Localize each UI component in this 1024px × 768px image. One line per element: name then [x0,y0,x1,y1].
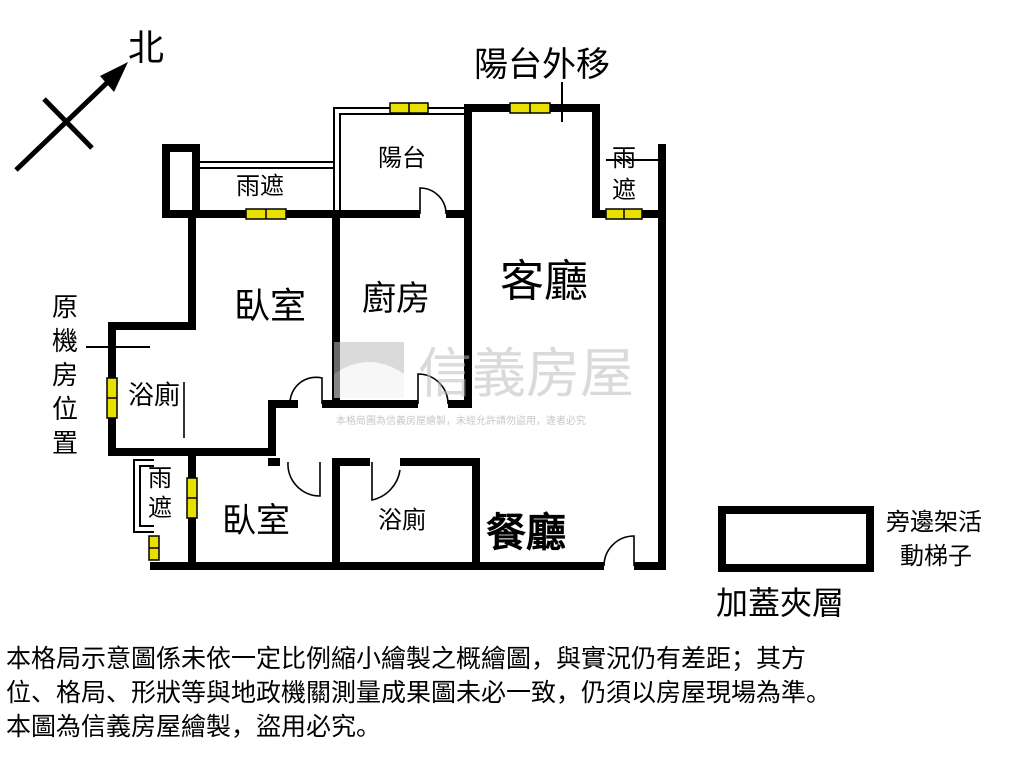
compass: 北 [14,28,164,172]
label-rain-cover-left-2: 遮 [148,494,172,522]
room-labels: 陽台外移 陽台 雨遮 雨 遮 臥室 廚房 客廳 浴廁 臥室 浴廁 餐廳 雨 遮 … [52,45,636,556]
compass-arrow-shaft [14,76,114,172]
disclaimer-line-3: 本圖為信義房屋繪製，盜用必究。 [6,712,382,741]
watermark-brand: 信義房屋 [418,342,634,405]
brand-logo-mark [334,362,404,398]
label-kitchen: 廚房 [362,279,430,319]
label-bathroom-west: 浴廁 [128,381,180,411]
door-bathroom-south [370,457,401,501]
window-bathroom-west [106,377,118,419]
disclaimer-line-1: 本格局示意圖係未依一定比例縮小繪製之概繪圖，與實況仍有差距；其方 [6,644,807,673]
north-arrow-icon [100,62,128,92]
mezzanine-box [718,506,874,572]
label-bedroom-north: 臥室 [234,286,306,327]
label-dining-room: 餐廳 [486,510,566,556]
window-bedroom-south [186,477,198,519]
floor-plan: 北 [14,28,982,622]
door-bedroom-north [289,376,323,409]
watermark-notice: 本格局圖為信義房屋繪製，未經允許請勿盜用，違者必究 [336,414,586,427]
label-rain-cover-right-2: 遮 [612,176,636,204]
label-balcony-moved-out: 陽台外移 [474,45,610,85]
label-machine-room-3: 房 [52,361,78,391]
window-rain-cover-left [148,535,160,561]
label-machine-room-1: 原 [52,293,78,323]
window-balcony-north [389,102,429,114]
rain-cover-left-outline-inner [139,465,154,527]
window-rain-cover-top [245,208,287,220]
label-rain-cover-top: 雨遮 [236,172,284,200]
door-bathroom-west [183,380,197,440]
window-rain-cover-right [605,208,643,220]
label-bathroom-south: 浴廁 [378,506,426,534]
mezzanine-label: 加蓋夾層 [716,584,844,622]
wall-hall-west [188,400,302,456]
windows [106,102,643,561]
wall-east [630,144,666,570]
ladder-note-line2: 動梯子 [900,542,972,570]
legend: 旁邊架活 動梯子 加蓋夾層 [716,508,982,622]
rain-cover-left-outline [133,459,154,533]
label-machine-room-2: 機 [52,327,78,357]
label-bedroom-south: 臥室 [222,501,290,541]
label-living-room: 客廳 [500,256,588,307]
door-balcony [419,187,447,219]
label-machine-room-4: 位 [52,395,78,425]
doors [183,187,635,571]
label-rain-cover-right: 雨 [612,144,636,172]
label-balcony: 陽台 [378,144,426,172]
door-bedroom-south [287,457,322,497]
door-main [603,535,635,571]
watermark: 信義房屋 本格局圖為信義房屋繪製，未經允許請勿盜用，違者必究 [334,342,634,427]
walls [108,104,874,572]
north-label: 北 [128,28,164,69]
ladder-note-line1: 旁邊架活 [886,508,982,536]
disclaimer: 本格局示意圖係未依一定比例縮小繪製之概繪圖，與實況仍有差距；其方 位、格局、形狀… [6,642,1018,744]
disclaimer-line-2: 位、格局、形狀等與地政機關測量成果圖未必一致，仍須以房屋現場為準。 [6,678,832,707]
window-living-north [509,102,551,114]
wall-nw-pillar [162,144,200,218]
brand-logo-icon [334,342,404,398]
label-machine-room-5: 置 [52,429,78,459]
label-rain-cover-left: 雨 [148,464,172,492]
door-kitchen [417,373,449,409]
balcony-outline-inner [339,113,468,214]
